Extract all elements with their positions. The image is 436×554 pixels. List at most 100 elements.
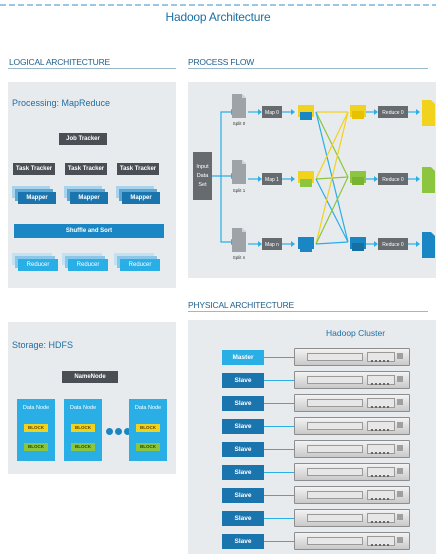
folder-icon xyxy=(350,105,366,119)
server-unit-icon xyxy=(294,394,410,412)
physical-architecture-heading: PHYSICAL ARCHITECTURE xyxy=(188,300,295,310)
datanode-label: Data Node xyxy=(134,405,162,411)
node-connector xyxy=(264,541,294,542)
map-label: Map 0 xyxy=(265,110,279,116)
page-title: Hadoop Architecture xyxy=(165,10,271,24)
folder-icon xyxy=(298,105,314,120)
arrow-head xyxy=(416,176,420,182)
process-flow-diagram: Input Data Set Split 0 Split 1 Split n M… xyxy=(193,94,435,260)
node-connector xyxy=(264,403,294,404)
ellipsis-dot xyxy=(124,428,131,435)
arrow-head xyxy=(374,109,378,115)
task-tracker-box: Task Tracker xyxy=(13,163,55,175)
reducer-box: Reducer xyxy=(68,259,108,271)
node-connector xyxy=(264,518,294,519)
shuffle-arrows xyxy=(315,111,349,245)
processing-title: Processing: MapReduce xyxy=(12,98,111,108)
output-doc-icon xyxy=(422,232,435,258)
output-doc-icon xyxy=(422,167,435,193)
mapper-box: Mapper xyxy=(70,192,108,204)
arrow-head xyxy=(291,109,295,115)
input-line: Input xyxy=(196,164,209,170)
process-flow-heading: PROCESS FLOW xyxy=(188,57,255,67)
logical-heading-underline xyxy=(8,68,176,69)
reduce-label: Reduce 0 xyxy=(382,110,404,116)
reducer-box: Reducer xyxy=(18,259,58,271)
logical-architecture-heading: LOGICAL ARCHITECTURE xyxy=(9,57,111,67)
cluster-title: Hadoop Cluster xyxy=(326,328,386,338)
slave-node-label: Slave xyxy=(222,534,264,549)
arrow-head xyxy=(291,176,295,182)
mapper-box: Mapper xyxy=(18,192,56,204)
server-unit-icon xyxy=(294,532,410,550)
map-label: Map n xyxy=(265,242,279,248)
reduce-box xyxy=(378,238,408,250)
node-connector xyxy=(264,472,294,473)
split-label: Split 1 xyxy=(233,188,246,193)
storage-title: Storage: HDFS xyxy=(12,340,74,350)
reduce-label: Reduce 0 xyxy=(382,242,404,248)
datanode-box: Data Node BLOCK BLOCK xyxy=(129,399,167,461)
server-unit-icon xyxy=(294,348,410,366)
split-doc-icon xyxy=(232,228,246,252)
shuffle-and-sort-bar: Shuffle and Sort xyxy=(14,224,164,238)
node-connector xyxy=(264,495,294,496)
slave-node-label: Slave xyxy=(222,396,264,411)
block-chip: BLOCK xyxy=(71,424,95,432)
node-connector xyxy=(264,449,294,450)
arrow-head xyxy=(291,241,295,247)
split-label: Split 0 xyxy=(233,121,246,126)
processing-panel xyxy=(8,82,176,288)
split-doc-icon xyxy=(232,160,246,184)
datanode-box: Data Node BLOCK BLOCK xyxy=(17,399,55,461)
folder-icon xyxy=(298,237,314,252)
folder-icon xyxy=(350,171,366,185)
arrow-head xyxy=(258,241,262,247)
master-node-label: Master xyxy=(222,350,264,365)
output-doc-icon xyxy=(422,100,435,126)
datanode-label: Data Node xyxy=(69,405,97,411)
map-box xyxy=(262,173,282,185)
node-connector xyxy=(264,426,294,427)
block-chip: BLOCK xyxy=(24,443,48,451)
slave-node-label: Slave xyxy=(222,511,264,526)
header-divider xyxy=(0,4,436,6)
reduce-box xyxy=(378,106,408,118)
split-label: Split n xyxy=(233,255,246,260)
slave-node-label: Slave xyxy=(222,442,264,457)
physical-heading-underline xyxy=(188,311,428,312)
server-unit-icon xyxy=(294,486,410,504)
reduce-box xyxy=(378,173,408,185)
server-unit-icon xyxy=(294,509,410,527)
server-unit-icon xyxy=(294,463,410,481)
map-box xyxy=(262,238,282,250)
split-map-arrows xyxy=(248,111,258,245)
block-chip: BLOCK xyxy=(24,424,48,432)
slave-node-label: Slave xyxy=(222,373,264,388)
arrow-head xyxy=(416,109,420,115)
ellipsis-dot xyxy=(115,428,122,435)
map-label: Map 1 xyxy=(265,177,279,183)
arrow-head xyxy=(374,241,378,247)
task-tracker-box: Task Tracker xyxy=(65,163,107,175)
namenode-box: NameNode xyxy=(62,371,118,383)
server-unit-icon xyxy=(294,440,410,458)
map-box xyxy=(262,106,282,118)
slave-node-label: Slave xyxy=(222,419,264,434)
arrow-head xyxy=(258,176,262,182)
reduce-label: Reduce 0 xyxy=(382,177,404,183)
task-tracker-box: Task Tracker xyxy=(117,163,159,175)
input-connector xyxy=(212,111,231,243)
arrow-head xyxy=(258,109,262,115)
arrow-head xyxy=(374,176,378,182)
node-connector xyxy=(264,380,294,381)
job-tracker-box: Job Tracker xyxy=(59,133,107,145)
slave-node-label: Slave xyxy=(222,465,264,480)
slave-node-label: Slave xyxy=(222,488,264,503)
process-heading-underline xyxy=(188,68,428,69)
input-line: Set xyxy=(198,182,207,188)
arrow-head xyxy=(416,241,420,247)
mapper-box: Mapper xyxy=(122,192,160,204)
input-line: Data xyxy=(197,173,210,179)
block-chip: BLOCK xyxy=(136,424,160,432)
